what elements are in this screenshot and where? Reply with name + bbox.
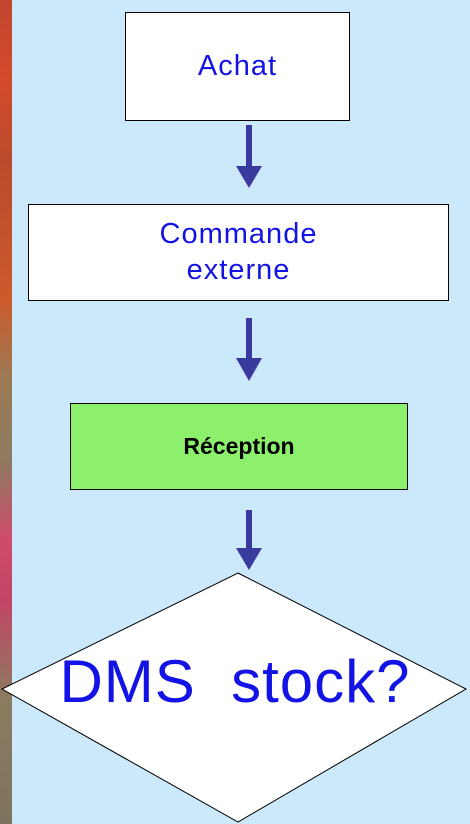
node-reception: Réception [70,403,408,490]
node-achat-label: Achat [197,49,278,82]
decision-diamond [0,572,468,823]
arrow-reception-to-decision [236,510,262,570]
decorative-side-strip [0,0,12,824]
node-reception-label: Réception [183,433,295,459]
node-commande-externe: Commande externe [28,204,449,301]
node-commande-externe-label: Commande externe [159,218,318,286]
node-achat: Achat [125,12,350,121]
arrow-achat-to-commande [236,125,262,188]
decision-label: DMS stock? [59,648,411,715]
arrow-commande-to-reception [236,318,262,381]
